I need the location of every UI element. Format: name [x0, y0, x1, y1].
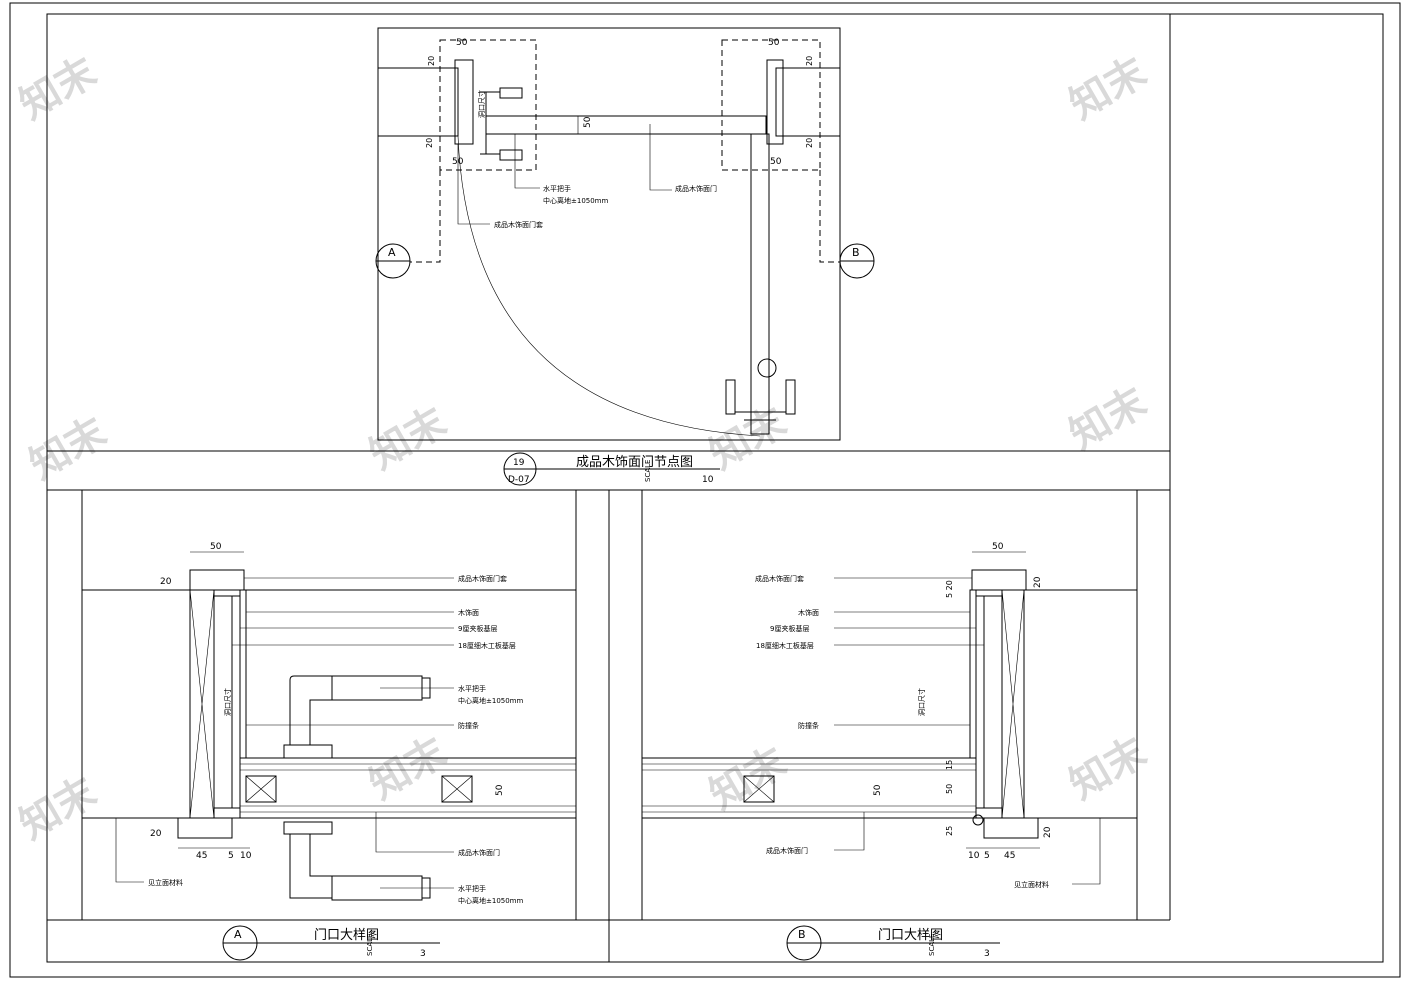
watermark: 知末 — [1062, 49, 1154, 129]
label-a-handle-2: 水平把手 — [458, 884, 486, 893]
label-b-board18: 18厘细木工板基层 — [756, 641, 814, 650]
detail-a-letter: A — [234, 928, 242, 941]
watermark: 知末 — [362, 399, 454, 479]
label-a-door: 成品木饰面门 — [458, 848, 500, 857]
callout-plan-b: B — [852, 246, 860, 259]
dim-b-5-20: 5 20 — [945, 580, 954, 598]
dim-a-20-bot: 20 — [150, 829, 162, 839]
watermark: 知末 — [362, 729, 454, 809]
label-plan-door-frame: 成品木饰面门套 — [494, 220, 543, 229]
dim-a-20-top: 20 — [160, 577, 172, 587]
dim-a-10: 10 — [240, 851, 252, 861]
plan-sheet: D-07 — [508, 475, 530, 485]
detail-b-scale-value: 3 — [984, 949, 990, 959]
dim-b-50-small: 50 — [945, 784, 954, 794]
watermark: 知末 — [702, 399, 794, 479]
dim-plan-20-r2: 20 — [805, 138, 814, 148]
label-plan-handle: 水平把手 — [543, 184, 571, 193]
dim-plan-50-br: 50 — [770, 157, 782, 167]
detail-a-title-block: A 门口大样图 SCALE 3 — [222, 925, 440, 961]
label-a-board18: 18厘细木工板基层 — [458, 641, 516, 650]
watermark: 知末 — [1062, 379, 1154, 459]
label-a-stop: 防撞条 — [458, 721, 479, 730]
label-plan-door: 成品木饰面门 — [675, 184, 717, 193]
watermarks: 知末 知末 知末 知末 知末 知末 知末 知末 知末 知末 — [12, 49, 1154, 849]
watermark: 知末 — [12, 49, 104, 129]
label-b-wall: 见立面材料 — [1014, 880, 1049, 889]
callout-plan-a: A — [388, 246, 396, 259]
detail-b: 50 5 20 20 20 15 50 25 50 10 5 45 洞口尺寸 成… — [641, 490, 1138, 920]
label-a-wall: 见立面材料 — [148, 878, 183, 887]
dim-plan-20-l2: 20 — [425, 138, 434, 148]
plan-number: 19 — [513, 458, 525, 468]
detail-a-scale-value: 3 — [420, 949, 426, 959]
detail-a-title: 门口大样图 — [314, 928, 379, 943]
label-b-stop: 防撞条 — [798, 721, 819, 730]
detail-b-letter: B — [798, 928, 806, 941]
label-a-handle: 水平把手 — [458, 684, 486, 693]
sheet-border — [9, 2, 1401, 978]
dim-a-45: 45 — [196, 851, 207, 861]
detail-a-scale-label: SCALE — [366, 934, 374, 956]
watermark: 知末 — [22, 409, 114, 489]
dim-plan-20-l: 20 — [427, 56, 436, 66]
plan-scale-label: SCALE — [644, 460, 652, 482]
dim-b-50: 50 — [992, 542, 1004, 552]
label-b-opening: 洞口尺寸 — [917, 688, 926, 716]
label-a-handle-height: 中心离地±1050mm — [458, 696, 523, 705]
plan-scale-value: 10 — [702, 475, 714, 485]
label-b-frame: 成品木饰面门套 — [755, 574, 804, 583]
label-a-frame: 成品木饰面门套 — [458, 574, 507, 583]
dim-b-20-top: 20 — [1033, 576, 1043, 588]
detail-a: 50 20 20 45 5 10 50 洞口尺寸 成品木饰面门套 木饰面 9厘夹… — [81, 490, 577, 920]
dim-plan-50-tl: 50 — [456, 38, 468, 48]
dim-b-door-50: 50 — [873, 784, 883, 796]
dim-a-door-50: 50 — [495, 784, 505, 796]
dim-a-50: 50 — [210, 542, 222, 552]
plan-title: 成品木饰面门节点图 — [576, 455, 693, 470]
watermark: 知末 — [702, 739, 794, 819]
label-b-door: 成品木饰面门 — [766, 846, 808, 855]
dim-b-20-bot: 20 — [1043, 826, 1053, 838]
dim-b-5: 5 — [984, 851, 990, 861]
detail-b-scale-label: SCALE — [928, 934, 936, 956]
detail-b-title: 门口大样图 — [878, 928, 943, 943]
plan-view: 50 50 50 50 50 20 20 20 20 洞口尺寸 水平把手 中心离… — [375, 27, 875, 441]
dim-b-25: 25 — [945, 826, 954, 836]
dim-plan-50-tr: 50 — [768, 38, 780, 48]
watermark: 知末 — [12, 769, 104, 849]
dim-b-10: 10 — [968, 851, 980, 861]
label-plan-handle-height: 中心离地±1050mm — [543, 196, 608, 205]
label-a-opening: 洞口尺寸 — [223, 688, 232, 716]
label-b-veneer: 木饰面 — [798, 608, 819, 617]
label-b-ply9: 9厘夹板基层 — [770, 624, 809, 633]
label-a-handle-height-2: 中心离地±1050mm — [458, 896, 523, 905]
dim-a-5: 5 — [228, 851, 234, 861]
plan-title-block: 19 D-07 成品木饰面门节点图 SCALE 10 — [503, 452, 720, 486]
label-a-veneer: 木饰面 — [458, 608, 479, 617]
dim-b-45: 45 — [1004, 851, 1015, 861]
dim-plan-door-thickness: 50 — [583, 116, 593, 128]
detail-b-title-block: B 门口大样图 SCALE 3 — [786, 925, 1000, 961]
label-plan-opening: 洞口尺寸 — [477, 90, 486, 118]
dim-b-15: 15 — [945, 760, 954, 770]
label-a-ply9: 9厘夹板基层 — [458, 624, 497, 633]
dim-plan-20-r: 20 — [805, 56, 814, 66]
watermark: 知末 — [1062, 729, 1154, 809]
